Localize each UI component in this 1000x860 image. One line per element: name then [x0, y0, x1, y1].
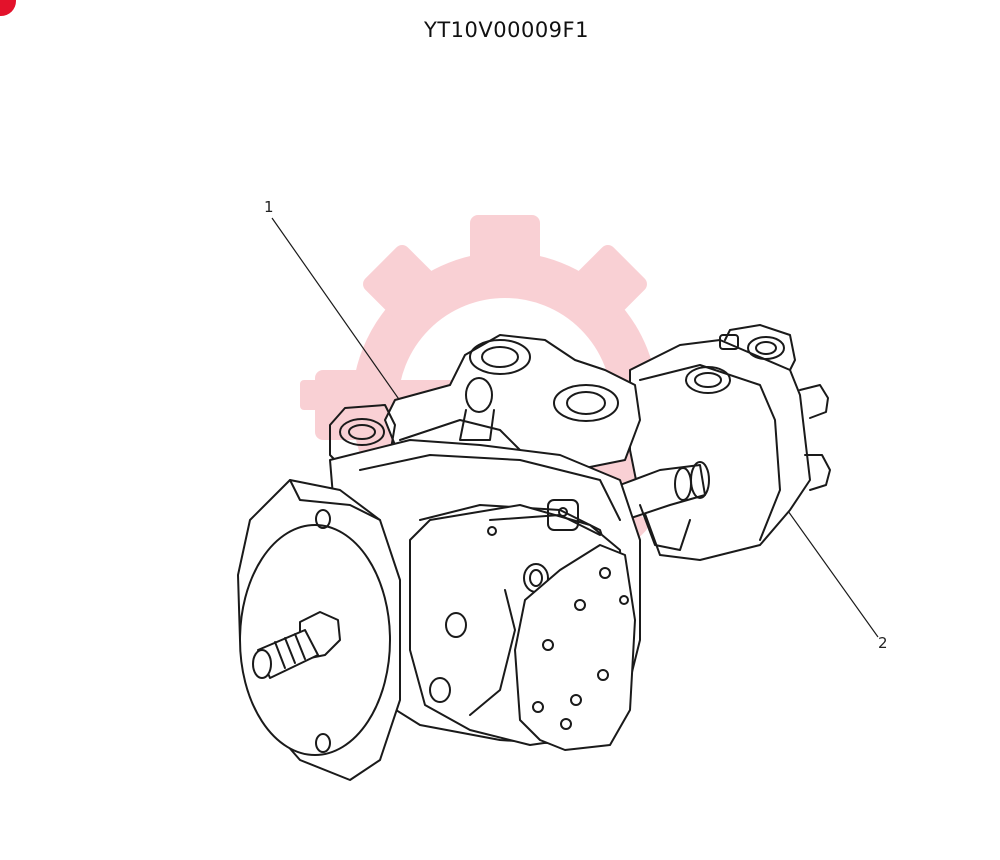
- side-cover: [514, 544, 636, 751]
- callout-label-2: 2: [878, 634, 888, 652]
- main-pump-manifold: [329, 334, 641, 471]
- callout-label-1: 1: [264, 198, 274, 216]
- rear-gear-pump: [629, 324, 831, 561]
- coupling-shafts: [619, 461, 710, 551]
- drive-shaft: [252, 611, 341, 679]
- part-number-title: YT10V00009F1: [424, 18, 589, 42]
